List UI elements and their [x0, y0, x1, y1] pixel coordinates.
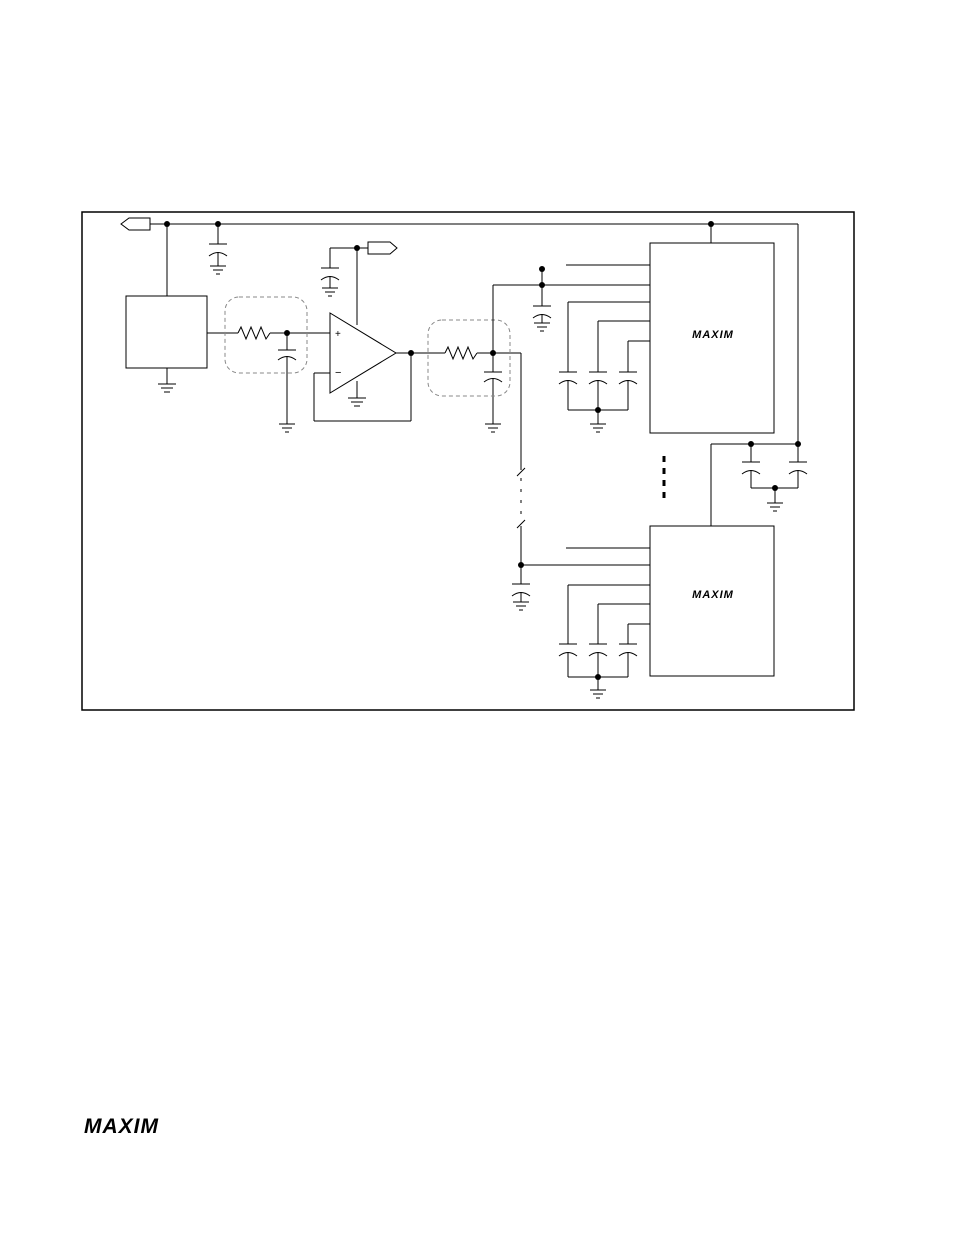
filter-resistor-1 [238, 327, 270, 339]
top-chip-bypass-capacitors [559, 302, 650, 432]
chip-bottom-logo: MAXIM [692, 589, 734, 601]
footer-logo-text: MAXIM [84, 1115, 159, 1138]
diagram-frame [82, 212, 854, 710]
opamp-minus-label: − [335, 367, 341, 379]
opamp-buffer [330, 313, 396, 393]
chip-top-logo: MAXIM [692, 329, 734, 341]
voltage-reference-block [126, 296, 207, 368]
filter-capacitor-2 [484, 353, 502, 432]
rail-decoupling-capacitor [209, 224, 227, 274]
opamp-supply-connector [368, 242, 397, 254]
supply-input-connector [121, 218, 150, 230]
reference-ground-icon [158, 368, 176, 392]
opamp-supply-capacitor [321, 248, 339, 296]
rc-filter-outline-2 [428, 320, 510, 396]
opamp-ground-icon [348, 381, 366, 406]
filter-resistor-2 [445, 347, 477, 359]
top-ref-capacitor [533, 285, 551, 331]
adc-chip-bottom [650, 526, 774, 676]
maxim-footer-logo: MAXIM [84, 1116, 194, 1138]
opamp-plus-label: + [335, 329, 341, 340]
rc-filter-outline-1 [225, 297, 307, 373]
filter-capacitor-1 [278, 333, 296, 432]
bottom-ref-capacitor [512, 565, 530, 610]
bottom-chip-bypass-capacitors [559, 585, 650, 698]
bottom-supply-capacitors [742, 444, 807, 511]
